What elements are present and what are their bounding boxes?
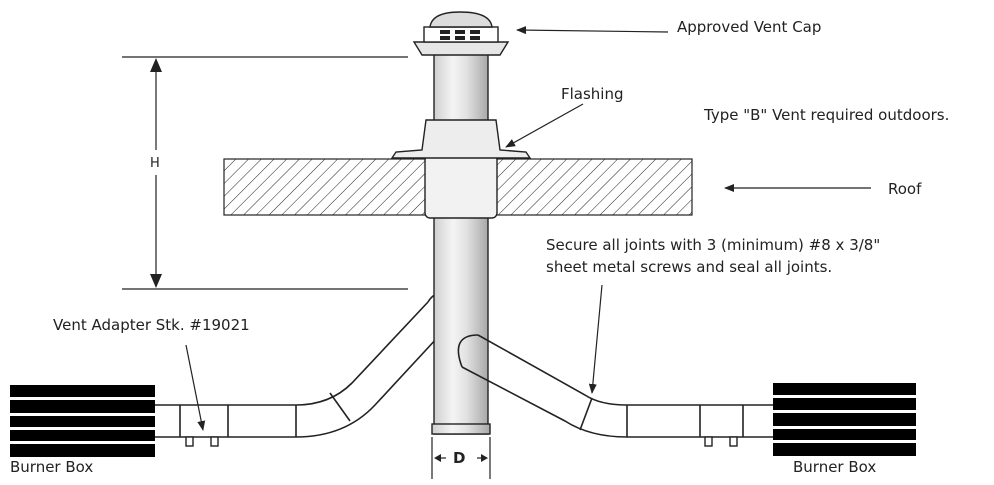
- height-dimension: [122, 56, 408, 290]
- right-connector-pipe: [457, 334, 773, 438]
- leader-vent-cap: [516, 26, 669, 35]
- label-type-b-note: Type "B" Vent required outdoors.: [704, 106, 950, 124]
- label-joints-line1: Secure all joints with 3 (minimum) #8 x …: [546, 236, 881, 254]
- main-vent-pipe: [431, 51, 491, 435]
- vent-adapter-tabs-left: [185, 436, 219, 447]
- label-vent-adapter: Vent Adapter Stk. #19021: [53, 316, 250, 334]
- vent-adapter-tabs-right: [704, 436, 738, 447]
- label-flashing: Flashing: [561, 85, 624, 103]
- flashing: [390, 119, 532, 159]
- leader-flashing: [505, 103, 584, 148]
- label-burner-box-left: Burner Box: [10, 458, 94, 476]
- burner-box-right: [773, 383, 916, 456]
- leader-joints: [588, 284, 603, 394]
- vent-cap: [412, 11, 510, 56]
- roof-collar: [424, 154, 498, 219]
- label-vent-cap: Approved Vent Cap: [677, 18, 822, 36]
- diameter-dimension: [431, 437, 491, 479]
- label-joints-line2: sheet metal screws and seal all joints.: [546, 258, 833, 276]
- label-burner-box-right: Burner Box: [793, 458, 877, 476]
- height-label: H: [150, 156, 160, 171]
- diameter-label: D: [453, 449, 465, 467]
- left-connector-pipe: [155, 292, 464, 438]
- label-roof: Roof: [888, 180, 922, 198]
- leader-vent-adapter: [185, 344, 206, 431]
- leader-lines: [185, 26, 871, 431]
- burner-box-left: [10, 385, 155, 457]
